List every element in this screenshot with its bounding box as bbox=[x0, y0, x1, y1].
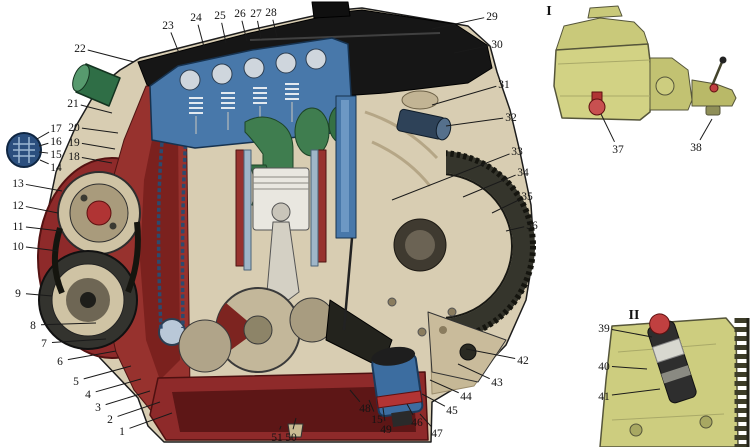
inset-2-illustration bbox=[599, 313, 750, 447]
flywheel-ring-gear bbox=[446, 150, 536, 342]
inset-1-illustration bbox=[553, 5, 737, 121]
main-engine-art bbox=[6, 1, 536, 443]
